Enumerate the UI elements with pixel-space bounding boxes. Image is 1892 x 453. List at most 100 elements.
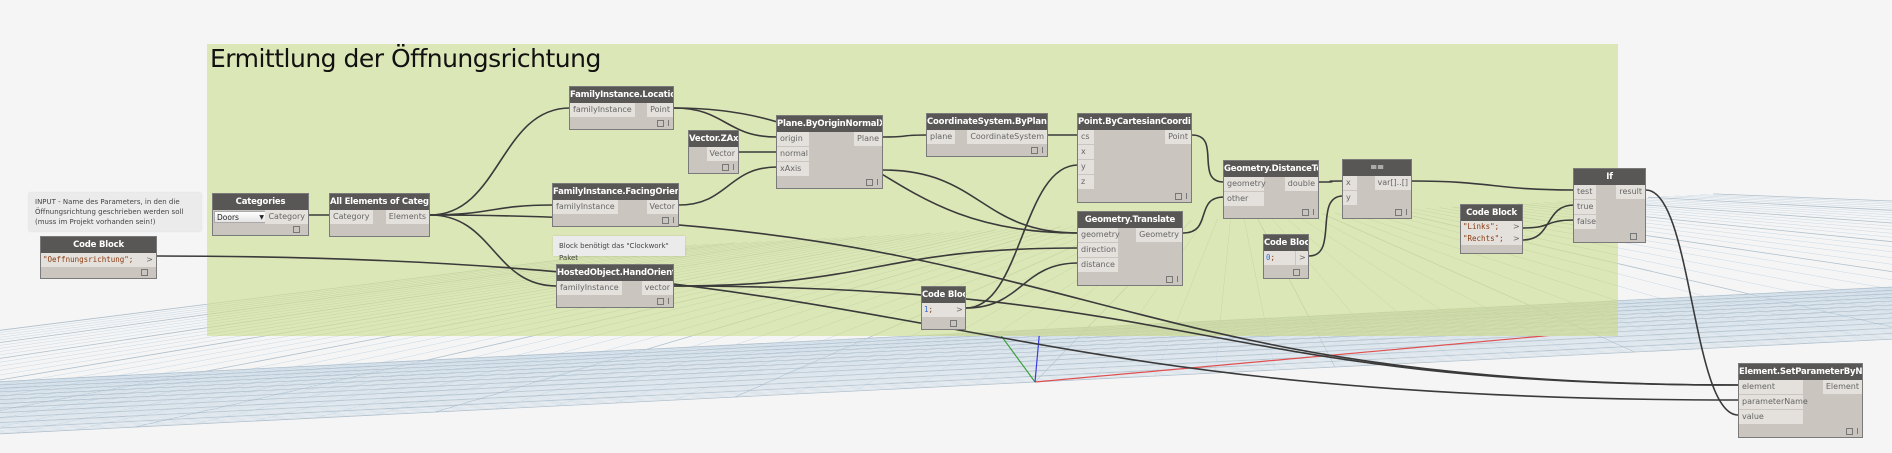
output-port[interactable]: > [1296,251,1308,265]
node-code-block-strings[interactable]: Code Block "Links"; "Rechts"; > > [1460,204,1523,254]
grid-line [0,324,1892,419]
node-plane-byoriginnormalxaxis[interactable]: Plane.ByOriginNormalXAxis origin normal … [776,115,883,189]
preview-toggle-icon[interactable] [657,119,664,127]
preview-toggle-icon[interactable] [662,216,669,224]
input-port[interactable]: familyInstance [570,103,635,117]
code-editor[interactable]: "Oeffnungsrichtung"; [41,253,140,267]
output-port[interactable]: result [1616,185,1645,199]
output-port[interactable]: Vector [706,147,738,161]
input-port[interactable]: true [1574,200,1596,214]
input-port[interactable]: x [1078,145,1094,159]
output-port[interactable]: Vector [646,200,678,214]
code-line[interactable]: "Rechts"; [1461,233,1510,245]
input-port[interactable]: element [1739,380,1803,394]
node-code-block-one[interactable]: Code Block 1; > [921,286,966,330]
input-port[interactable]: z [1078,175,1094,189]
preview-toggle-icon[interactable] [1846,427,1853,435]
preview-toggle-icon[interactable] [1302,208,1309,216]
output-port[interactable]: Point [1165,130,1191,144]
code-editor[interactable]: 1; [922,303,953,317]
node-code-block-zero[interactable]: Code Block 0; > [1263,234,1309,279]
preview-toggle-icon[interactable] [950,319,957,327]
node-geometry-distanceto[interactable]: Geometry.DistanceTo geometry other doubl… [1223,160,1319,219]
input-port[interactable]: value [1739,410,1803,424]
grid-line [472,230,970,336]
input-port[interactable]: parameterName [1739,395,1808,409]
preview-toggle-icon[interactable] [141,268,148,276]
node-coordinatesystem-byplane[interactable]: CoordinateSystem.ByPlane plane Coordinat… [926,113,1048,157]
output-port[interactable]: var[]..[] [1374,176,1411,190]
preview-toggle-icon[interactable] [722,163,729,171]
output-port[interactable]: > [1510,233,1522,245]
input-port[interactable]: cs [1078,130,1094,144]
input-port[interactable]: familyInstance [553,200,618,214]
input-port[interactable]: x [1343,176,1357,190]
output-port[interactable]: Elements [385,210,429,224]
input-port[interactable]: normal [777,147,809,161]
node-vector-zaxis[interactable]: Vector.ZAxis Vector [688,130,739,174]
input-port[interactable]: direction [1078,243,1118,257]
output-port[interactable]: Category [265,210,308,224]
input-port[interactable]: false [1574,215,1596,229]
node-element-setparameterbyname[interactable]: Element.SetParameterByName element param… [1738,363,1863,438]
node-title: Code Block [1264,235,1308,251]
input-port[interactable]: geometry [1078,228,1120,242]
node-all-elements-of-category[interactable]: All Elements of Category Category Elemen… [329,193,430,237]
input-port[interactable]: Category [330,210,373,224]
preview-toggle-icon[interactable] [657,297,664,305]
code-line[interactable]: "Links"; [1461,221,1510,233]
output-port[interactable]: double [1284,177,1318,191]
preview-toggle-icon[interactable] [1166,275,1173,283]
input-port[interactable]: geometry [1224,177,1266,191]
wire-hand-to-direction [673,247,1079,287]
input-note[interactable]: INPUT - Name des Parameters, in den die … [29,193,201,231]
category-dropdown[interactable]: Doors▼ [214,211,268,223]
input-port[interactable]: test [1574,185,1596,199]
grid-line [1491,204,1618,221]
input-port[interactable]: xAxis [777,162,809,176]
output-port[interactable]: > [1510,221,1522,233]
input-port[interactable]: origin [777,132,809,146]
clockwork-note[interactable]: Block benötigt das "Clockwork" Paket [553,236,685,262]
output-port[interactable]: Point [647,103,673,117]
node-if[interactable]: If test true false result [1573,168,1646,243]
input-port[interactable]: y [1078,160,1094,174]
output-port[interactable]: Geometry [1136,228,1182,242]
input-port[interactable]: other [1224,192,1264,206]
wire-hand-to-setparam-element [673,285,1739,386]
node-footer [1293,268,1304,276]
node-code-block-parameter[interactable]: Code Block "Oeffnungsrichtung"; > [40,236,157,279]
node-hostedobject-handorientation[interactable]: HostedObject.HandOrientation familyInsta… [556,264,674,308]
code-editor[interactable]: 0; [1264,251,1295,265]
preview-toggle-icon[interactable] [1293,268,1300,276]
output-port[interactable]: vector [641,281,673,295]
input-port[interactable]: plane [927,130,956,144]
output-port[interactable]: Element [1822,380,1862,394]
input-port[interactable]: familyInstance [557,281,622,295]
grid-line [1674,196,1892,206]
preview-toggle-icon[interactable] [866,178,873,186]
output-port[interactable]: CoordinateSystem [967,130,1047,144]
group-title[interactable]: Ermittlung der Öffnungsrichtung [210,44,601,73]
preview-toggle-icon[interactable] [1175,192,1182,200]
preview-toggle-icon[interactable] [1630,232,1637,240]
preview-toggle-icon[interactable] [1031,146,1038,154]
preview-toggle-icon[interactable] [293,225,300,233]
node-familyinstance-facingorientation[interactable]: FamilyInstance.FacingOrientation familyI… [552,183,679,227]
grid-line [0,329,1892,425]
input-port[interactable]: y [1343,191,1357,205]
input-port[interactable]: distance [1078,258,1118,272]
grid-line [1126,311,1618,336]
node-categories[interactable]: Categories Doors▼ Category [212,193,309,236]
node-familyinstance-location[interactable]: FamilyInstance.Location familyInstance P… [569,86,674,130]
output-port[interactable]: > [953,303,965,317]
preview-toggle-icon[interactable] [1395,208,1402,216]
node-point-bycartesiancoordinates[interactable]: Point.ByCartesianCoordinates cs x y z Po… [1077,113,1192,203]
grid-line [1295,214,1482,336]
output-port[interactable]: > [140,253,156,267]
grid-line [0,324,1892,420]
node-equals[interactable]: == x y var[]..[] [1342,159,1412,219]
node-geometry-translate[interactable]: Geometry.Translate geometry direction di… [1077,211,1183,286]
output-port[interactable]: Plane [854,132,882,146]
